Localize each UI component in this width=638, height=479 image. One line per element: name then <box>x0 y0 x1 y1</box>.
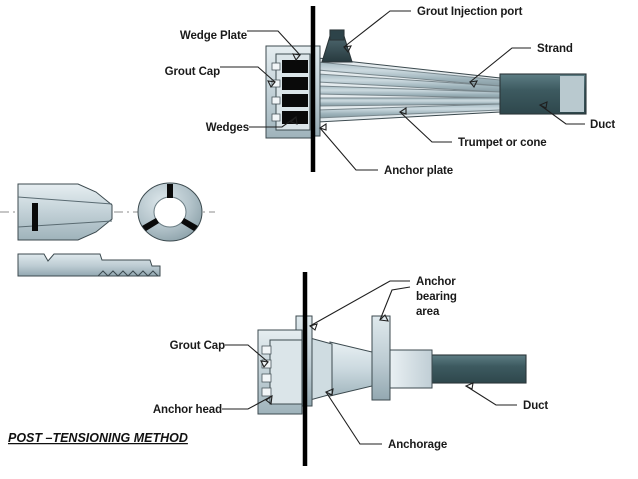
wedge-detail-group <box>0 182 215 277</box>
wedge-slot-3 <box>282 94 308 107</box>
duct-end-cap <box>560 76 584 112</box>
wedge-cone-bore-top <box>17 196 113 205</box>
wedge-serrated <box>17 253 161 277</box>
label-strand: Strand <box>537 43 573 55</box>
wedge-tab-1 <box>271 62 281 71</box>
wedge-ring-split-lower-right <box>181 218 198 231</box>
anchor-bearing-plate-outer <box>371 315 391 401</box>
label-anchor-head: Anchor head <box>153 404 222 416</box>
wedge-ring-split-top <box>167 184 173 198</box>
page-caption: POST –TENSIONING METHOD <box>8 431 188 445</box>
anchor-head <box>269 339 303 405</box>
wedge-ring-end-view <box>137 182 203 242</box>
label-anchor-bearing-area-line-3: area <box>416 306 440 318</box>
wedge-ring-bore <box>153 196 187 228</box>
wedge-tab-2 <box>271 79 281 88</box>
anchorage-cone <box>329 341 373 397</box>
label-trumpet-or-cone: Trumpet or cone <box>458 137 547 149</box>
label-duct-top: Duct <box>590 119 615 131</box>
wedge-tab-3 <box>271 96 281 105</box>
anchorage-duct-collar <box>389 349 433 389</box>
label-grout-injection-port: Grout Injection port <box>417 6 523 18</box>
wedge-cone-side-view <box>17 183 113 241</box>
label-wedges: Wedges <box>206 122 249 134</box>
label-wedge-plate: Wedge Plate <box>180 30 247 42</box>
wedge-ring-split-lower-left <box>142 218 159 231</box>
top-diagram-group: Wedge Plate Grout Cap Wedges Grout Injec… <box>165 6 616 177</box>
anchor-head-slot-1 <box>261 345 272 355</box>
label-anchor-bearing-area-line-1: Anchor <box>416 276 456 288</box>
wedge-serrated-body <box>17 253 161 277</box>
grout-injection-port-neck <box>329 29 345 41</box>
label-anchor-plate: Anchor plate <box>384 165 453 177</box>
label-anchorage: Anchorage <box>388 439 447 451</box>
wedge-slot-2 <box>282 77 308 90</box>
label-grout-cap: Grout Cap <box>165 66 220 78</box>
duct-bottom <box>429 354 527 384</box>
bottom-diagram-labels: Anchor bearing area Grout Cap Anchor hea… <box>153 276 549 451</box>
top-leaders <box>220 10 585 171</box>
anchor-head-slot-3 <box>261 373 272 383</box>
bottom-diagram-group: Anchor bearing area Grout Cap Anchor hea… <box>153 272 549 466</box>
wedge-tab-4 <box>271 113 281 122</box>
anchor-head-slot-4 <box>261 387 272 397</box>
label-grout-cap-lower: Grout Cap <box>170 340 225 352</box>
label-anchor-bearing-area-line-2: bearing <box>416 291 457 303</box>
wedge-cone-slot <box>32 203 38 231</box>
wedge-serrated-teeth <box>97 270 159 277</box>
bottom-leaders <box>222 280 517 445</box>
top-diagram-labels: Wedge Plate Grout Cap Wedges Grout Injec… <box>165 6 616 177</box>
label-duct-bottom: Duct <box>523 400 548 412</box>
wedge-slot-1 <box>282 60 308 73</box>
